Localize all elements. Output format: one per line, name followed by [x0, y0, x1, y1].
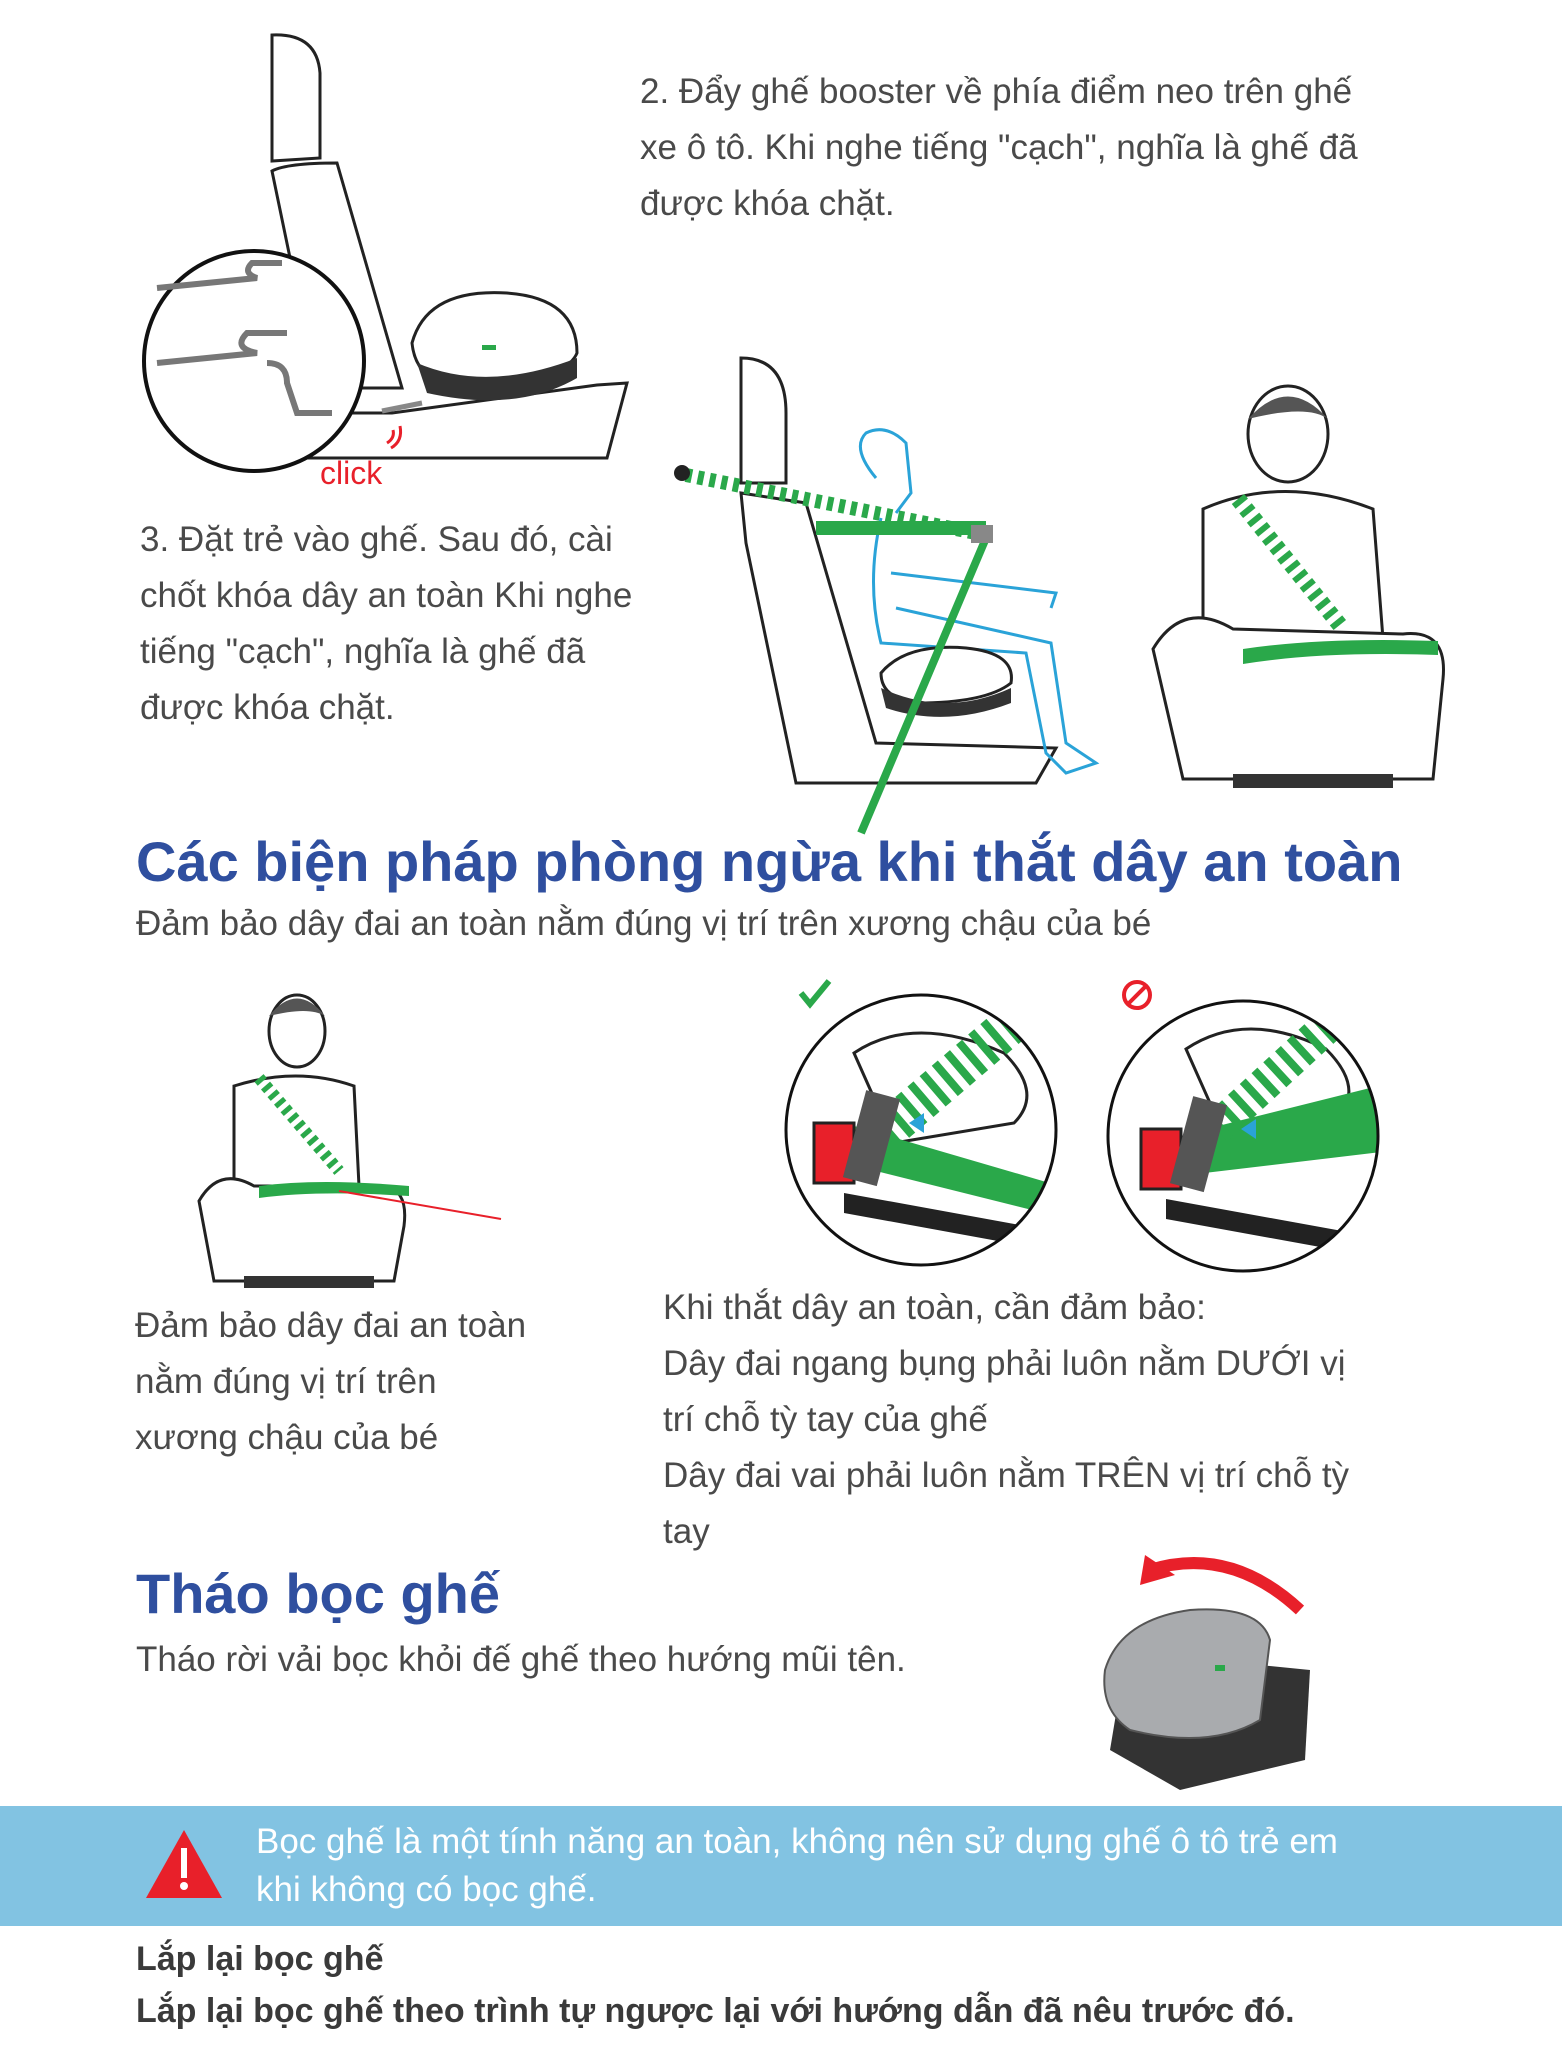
- pelvis-caption: Đảm bảo dây đai an toàn nằm đúng vị trí …: [135, 1298, 526, 1466]
- caption-line: Dây đai ngang bụng phải luôn nằm DƯỚI vị: [663, 1344, 1346, 1383]
- booster-anchor-illustration: [142, 33, 629, 473]
- prohibited-icon: [1122, 980, 1152, 1010]
- pelvis-indicator-line: [338, 1190, 502, 1220]
- click-sound-icon: [386, 425, 403, 450]
- remove-cover-title: Tháo bọc ghế: [136, 1562, 500, 1625]
- child-seat-belt-illustration: [674, 356, 1100, 835]
- reinstall-title: Lắp lại bọc ghế: [136, 1940, 384, 1978]
- caption-line: Khi thắt dây an toàn, cần đảm bảo:: [663, 1288, 1206, 1327]
- caption-line: trí chỗ tỳ tay của ghế: [663, 1400, 988, 1439]
- caption-line: nằm đúng vị trí trên: [135, 1362, 437, 1401]
- step-2-text: 2. Đẩy ghế booster về phía điểm neo trên…: [640, 64, 1358, 232]
- warning-line: khi không có bọc ghế.: [256, 1870, 597, 1909]
- caption-line: tay: [663, 1512, 710, 1551]
- warning-line: Bọc ghế là một tính năng an toàn, không …: [256, 1822, 1338, 1861]
- precautions-title: Các biện pháp phòng ngừa khi thắt dây an…: [136, 830, 1403, 893]
- step-2-line: 2. Đẩy ghế booster về phía điểm neo trên…: [640, 72, 1353, 111]
- buckle-icon: [971, 525, 993, 543]
- step-2-line: xe ô tô. Khi nghe tiếng "cạch", nghĩa là…: [640, 128, 1358, 167]
- step-3-text: 3. Đặt trẻ vào ghế. Sau đó, cài chốt khó…: [140, 512, 632, 736]
- seat-cover-removal-illustration: [1103, 1555, 1310, 1790]
- caption-line: Dây đai vai phải luôn nằm TRÊN vị trí ch…: [663, 1456, 1350, 1495]
- click-label: click: [320, 455, 383, 491]
- warning-text: Bọc ghế là một tính năng an toàn, không …: [256, 1818, 1338, 1914]
- seated-person-belt-illustration: [1151, 384, 1445, 788]
- caption-line: xương chậu của bé: [135, 1418, 439, 1457]
- reinstall-text: Lắp lại bọc ghế theo trình tự ngược lại …: [136, 1992, 1295, 2030]
- belt-rules-caption: Khi thắt dây an toàn, cần đảm bảo: Dây đ…: [663, 1280, 1349, 1560]
- remove-cover-text: Tháo rời vải bọc khỏi đế ghế theo hướng …: [136, 1640, 906, 1679]
- step-2-line: được khóa chặt.: [640, 184, 895, 223]
- red-arrow-icon: [1148, 1557, 1305, 1615]
- caption-line: Đảm bảo dây đai an toàn: [135, 1306, 527, 1345]
- pelvis-belt-illustration: [197, 993, 502, 1288]
- warning-banner: [0, 1806, 1562, 1926]
- correct-check-icon: [798, 979, 832, 1009]
- step-3-line: chốt khóa dây an toàn Khi nghe: [140, 576, 633, 615]
- incorrect-belt-position-circle: [1106, 999, 1380, 1273]
- correct-belt-position-circle: [784, 993, 1058, 1267]
- warning-triangle-icon: [146, 1830, 222, 1898]
- step-3-line: tiếng "cạch", nghĩa là ghế đã: [140, 632, 586, 671]
- precautions-subtitle: Đảm bảo dây đai an toàn nằm đúng vị trí …: [136, 904, 1152, 943]
- step-3-line: 3. Đặt trẻ vào ghế. Sau đó, cài: [140, 520, 613, 559]
- step-3-line: được khóa chặt.: [140, 688, 395, 727]
